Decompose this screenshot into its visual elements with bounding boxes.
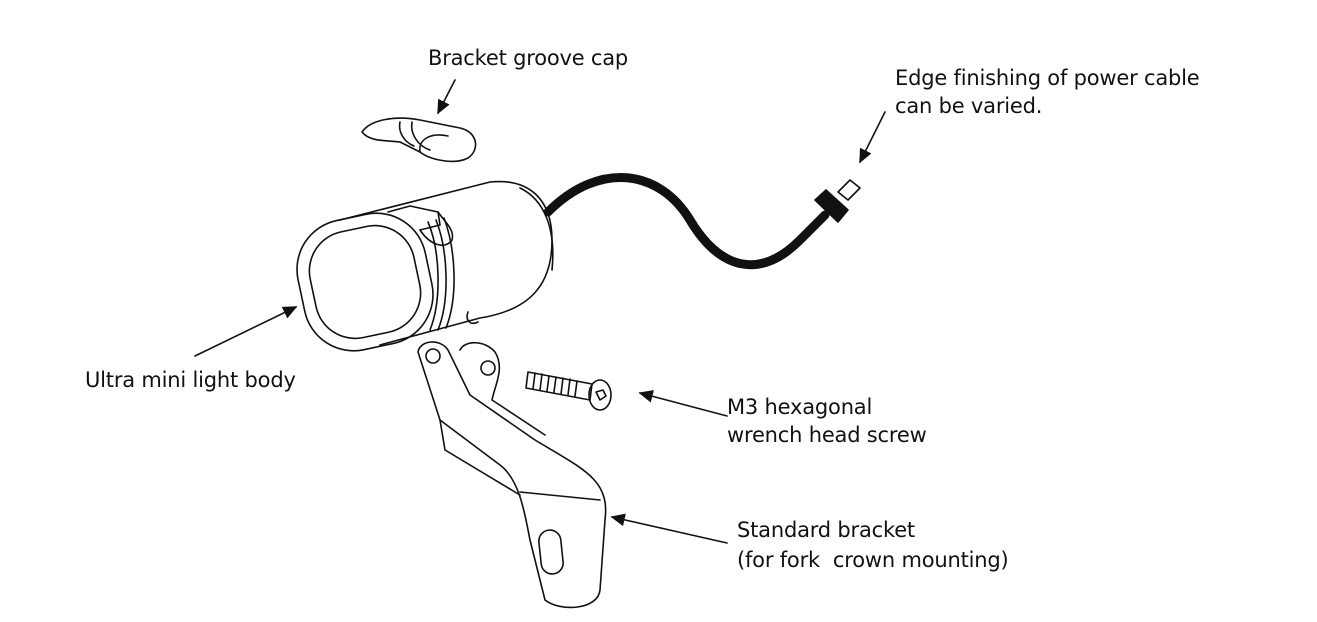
cable-label-line1: Edge finishing of power cable [895, 66, 1200, 90]
arrow-bracket [610, 513, 728, 544]
groove-cap-label: Bracket groove cap [428, 46, 629, 70]
power-cable-part [543, 173, 861, 270]
arrow-screw [638, 390, 728, 417]
light-body-label: Ultra mini light body [85, 368, 296, 392]
cable-label-line2: can be varied. [895, 94, 1043, 118]
arrow-groove-cap [437, 79, 456, 115]
m3-screw-part [525, 371, 612, 411]
standard-bracket-part [417, 341, 607, 609]
arrow-light-body [194, 306, 298, 357]
light-body-part [296, 180, 554, 352]
arrow-cable [859, 111, 886, 164]
groove-cap-part [361, 117, 477, 163]
screw-label-line1: M3 hexagonal [727, 395, 873, 419]
bracket-label-line1: Standard bracket [737, 518, 915, 542]
screw-label-line2: wrench head screw [727, 423, 927, 447]
bracket-label-line2: (for fork crown mounting) [737, 548, 1009, 572]
